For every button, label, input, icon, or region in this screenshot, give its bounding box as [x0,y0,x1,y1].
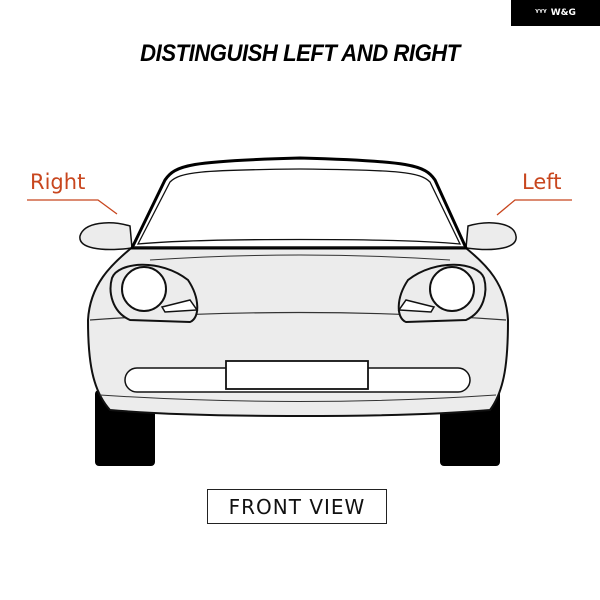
brand-logo: ᵞᵞᵞ W&G [511,0,600,26]
license-plate [225,360,369,390]
front-view-caption: FRONT VIEW [207,489,387,524]
left-leader-line [496,199,572,216]
left-side-label: Left [522,170,562,194]
right-mirror [79,222,133,251]
wing-crown-icon: ᵞᵞᵞ [535,8,547,18]
left-headlight [397,263,487,324]
left-mirror [465,222,517,251]
right-leader-line [27,199,118,215]
windshield [136,168,462,245]
brand-name: W&G [550,8,576,18]
right-headlight [109,263,199,324]
right-side-label: Right [30,170,86,194]
page-title: DISTINGUISH LEFT AND RIGHT [140,40,460,67]
